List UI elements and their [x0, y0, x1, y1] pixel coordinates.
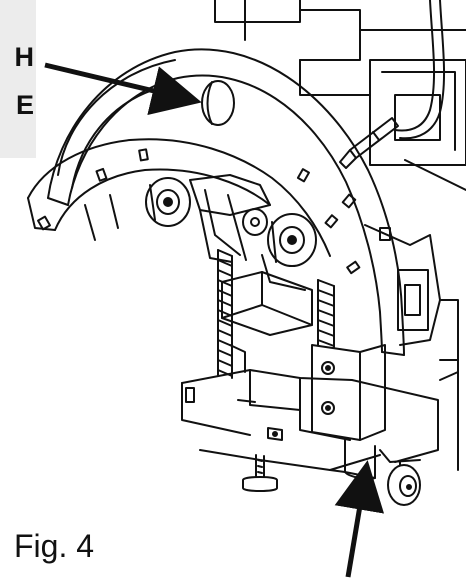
hydraulic-hose [394, 0, 446, 140]
small-roller [242, 208, 268, 236]
side-bracket [364, 224, 459, 361]
callout-box: H E [0, 0, 36, 158]
center-block [221, 271, 313, 336]
caster-wheel [379, 449, 421, 506]
rear-frame [214, 0, 466, 191]
callout-text-line1: H [14, 42, 35, 72]
left-spring [217, 249, 233, 379]
mount-frame [181, 344, 439, 471]
right-panel-edge [439, 359, 459, 471]
inner-guard [27, 138, 331, 257]
upper-pointer-arrow [44, 62, 202, 116]
right-spring [317, 279, 335, 349]
lower-pointer-arrow [334, 460, 385, 578]
hydraulic-cylinder [339, 117, 399, 169]
center-roller [267, 213, 317, 267]
sight-window [201, 80, 235, 126]
figure-label: Fig. 4 [14, 528, 95, 564]
callout-text-line2: E [15, 90, 34, 120]
guard-slots [37, 148, 361, 275]
adjustment-knob [242, 454, 278, 492]
left-roller [145, 177, 191, 227]
pointer-arrows [44, 62, 385, 578]
roller-mount [189, 174, 306, 291]
